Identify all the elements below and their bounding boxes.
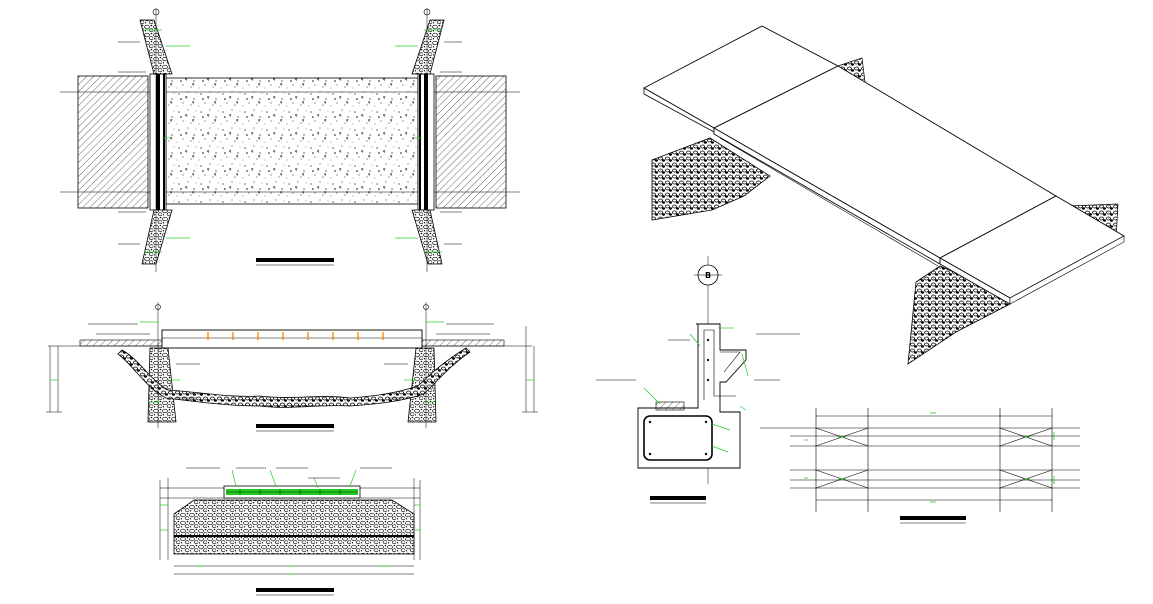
right-embankment [435, 75, 507, 209]
transverse-title-bar [256, 588, 334, 592]
plan-title-bar [256, 258, 334, 262]
left-embankment [77, 75, 149, 209]
deck-slab-plan [165, 77, 419, 205]
transverse-rockfill [173, 499, 415, 555]
section-marker-label: B [705, 271, 711, 280]
iso-abutment-left [651, 137, 771, 221]
bearing-plate [655, 401, 685, 411]
longitudinal-section [46, 302, 538, 432]
wing-wall-bottom-left [141, 209, 173, 265]
left-abutment-section [147, 347, 177, 423]
bridge-plan-view [60, 8, 520, 272]
abutment-detail: B [596, 256, 800, 504]
detail-title-bar [650, 496, 706, 500]
transverse-section [159, 467, 421, 596]
isometric-view [643, 25, 1125, 365]
section-title-bar [256, 424, 334, 428]
deck-reinforcement [207, 332, 384, 340]
riverbed-rockfill [117, 347, 471, 408]
reinforcement-title-bar [900, 516, 966, 520]
footing-reinforcement [643, 415, 713, 461]
wing-wall-top-right [411, 19, 445, 75]
reinforcement-plan [790, 408, 1080, 524]
deck-section [161, 329, 423, 349]
